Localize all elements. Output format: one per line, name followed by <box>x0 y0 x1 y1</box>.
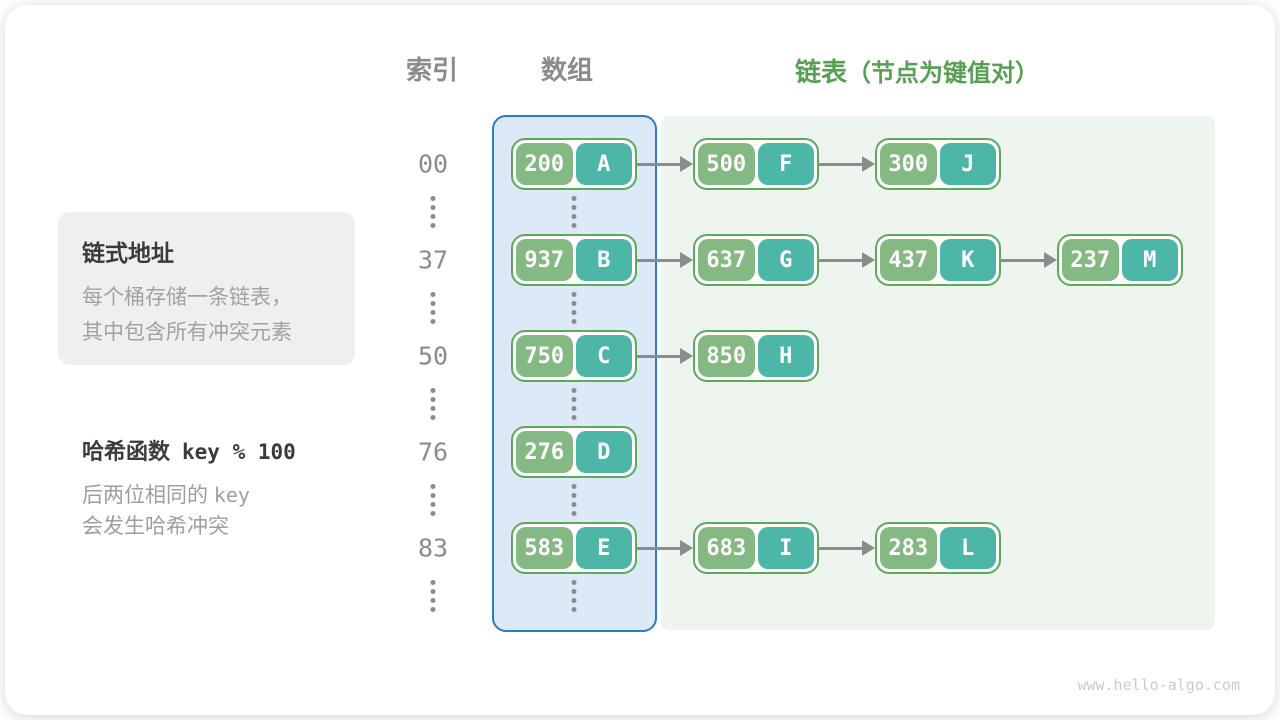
vertical-ellipsis-icon <box>571 388 577 420</box>
vertical-ellipsis-icon <box>571 580 577 612</box>
kv-pair-node: 937 B <box>511 234 637 286</box>
kv-pair-node: 750 C <box>511 330 637 382</box>
key-cell: 276 <box>516 431 573 473</box>
key-cell: 637 <box>698 239 755 281</box>
index-label: 83 <box>417 533 449 563</box>
index-label: 76 <box>417 437 449 467</box>
kv-pair-node: 583 E <box>511 522 637 574</box>
column-header-array: 数组 <box>540 55 594 85</box>
column-header-list: 链表 （节点为键值对） <box>795 55 1040 87</box>
kv-pair-node: 237 M <box>1057 234 1183 286</box>
index-label: 37 <box>417 245 449 275</box>
info-box-line2: 其中包含所有冲突元素 <box>82 321 292 344</box>
value-cell: E <box>575 527 632 569</box>
value-cell: M <box>1121 239 1178 281</box>
vertical-ellipsis-icon <box>430 292 436 324</box>
arrow-right-icon <box>637 252 693 268</box>
bucket-row: 937 B 637 G 437 K 237 M <box>511 234 1183 286</box>
value-cell: H <box>757 335 814 377</box>
diagram-card: 索引 数组 链表 （节点为键值对） 链式地址 每个桶存储一条链表， 其中包含所有… <box>5 5 1275 715</box>
info-box-line1: 每个桶存储一条链表， <box>82 286 292 309</box>
key-code-text: key <box>213 483 250 507</box>
index-label: 00 <box>417 149 449 179</box>
key-cell: 237 <box>1062 239 1119 281</box>
key-cell: 500 <box>698 143 755 185</box>
vertical-ellipsis-icon <box>430 580 436 612</box>
value-cell: K <box>939 239 996 281</box>
vertical-ellipsis-icon <box>430 484 436 516</box>
kv-pair-node: 283 L <box>875 522 1001 574</box>
key-cell: 437 <box>880 239 937 281</box>
kv-pair-node: 637 G <box>693 234 819 286</box>
info-box-body: 每个桶存储一条链表， 其中包含所有冲突元素 <box>82 280 331 350</box>
hash-note-body: 后两位相同的 key 会发生哈希冲突 <box>82 480 296 542</box>
vertical-ellipsis-icon <box>571 292 577 324</box>
arrow-right-icon <box>819 156 875 172</box>
key-cell: 937 <box>516 239 573 281</box>
key-cell: 300 <box>880 143 937 185</box>
chaining-info-box: 链式地址 每个桶存储一条链表， 其中包含所有冲突元素 <box>58 212 355 365</box>
column-header-index: 索引 <box>405 55 459 85</box>
hash-note-line1: 后两位相同的 key <box>82 483 250 507</box>
hash-formula: key % 100 <box>182 440 296 464</box>
arrow-right-icon <box>819 540 875 556</box>
kv-pair-node: 500 F <box>693 138 819 190</box>
kv-pair-node: 850 H <box>693 330 819 382</box>
value-cell: I <box>757 527 814 569</box>
kv-pair-node: 300 J <box>875 138 1001 190</box>
vertical-ellipsis-icon <box>430 388 436 420</box>
value-cell: A <box>575 143 632 185</box>
key-cell: 200 <box>516 143 573 185</box>
arrow-right-icon <box>637 348 693 364</box>
vertical-ellipsis-icon <box>430 196 436 228</box>
kv-pair-node: 276 D <box>511 426 637 478</box>
bucket-row: 276 D <box>511 426 637 478</box>
arrow-right-icon <box>819 252 875 268</box>
value-cell: F <box>757 143 814 185</box>
key-cell: 850 <box>698 335 755 377</box>
arrow-right-icon <box>637 540 693 556</box>
list-header-note: （节点为键值对） <box>847 59 1040 87</box>
info-box-title: 链式地址 <box>82 240 174 266</box>
site-watermark: www.hello-algo.com <box>1077 676 1240 694</box>
arrow-right-icon <box>637 156 693 172</box>
bucket-row: 583 E 683 I 283 L <box>511 522 1001 574</box>
key-cell: 750 <box>516 335 573 377</box>
value-cell: B <box>575 239 632 281</box>
hash-note-line2: 会发生哈希冲突 <box>82 515 229 538</box>
vertical-ellipsis-icon <box>571 484 577 516</box>
hash-note-title: 哈希函数 key % 100 <box>82 434 296 466</box>
key-cell: 583 <box>516 527 573 569</box>
index-label: 50 <box>417 341 449 371</box>
hash-note-label: 哈希函数 <box>82 439 171 464</box>
key-cell: 683 <box>698 527 755 569</box>
hash-function-note: 哈希函数 key % 100 后两位相同的 key 会发生哈希冲突 <box>82 434 296 542</box>
value-cell: G <box>757 239 814 281</box>
kv-pair-node: 437 K <box>875 234 1001 286</box>
list-header-label: 链表 <box>795 56 848 87</box>
value-cell: L <box>939 527 996 569</box>
arrow-right-icon <box>1001 252 1057 268</box>
value-cell: J <box>939 143 996 185</box>
kv-pair-node: 683 I <box>693 522 819 574</box>
bucket-row: 750 C 850 H <box>511 330 819 382</box>
key-cell: 283 <box>880 527 937 569</box>
value-cell: D <box>575 431 632 473</box>
kv-pair-node: 200 A <box>511 138 637 190</box>
bucket-row: 200 A 500 F 300 J <box>511 138 1001 190</box>
vertical-ellipsis-icon <box>571 196 577 228</box>
value-cell: C <box>575 335 632 377</box>
